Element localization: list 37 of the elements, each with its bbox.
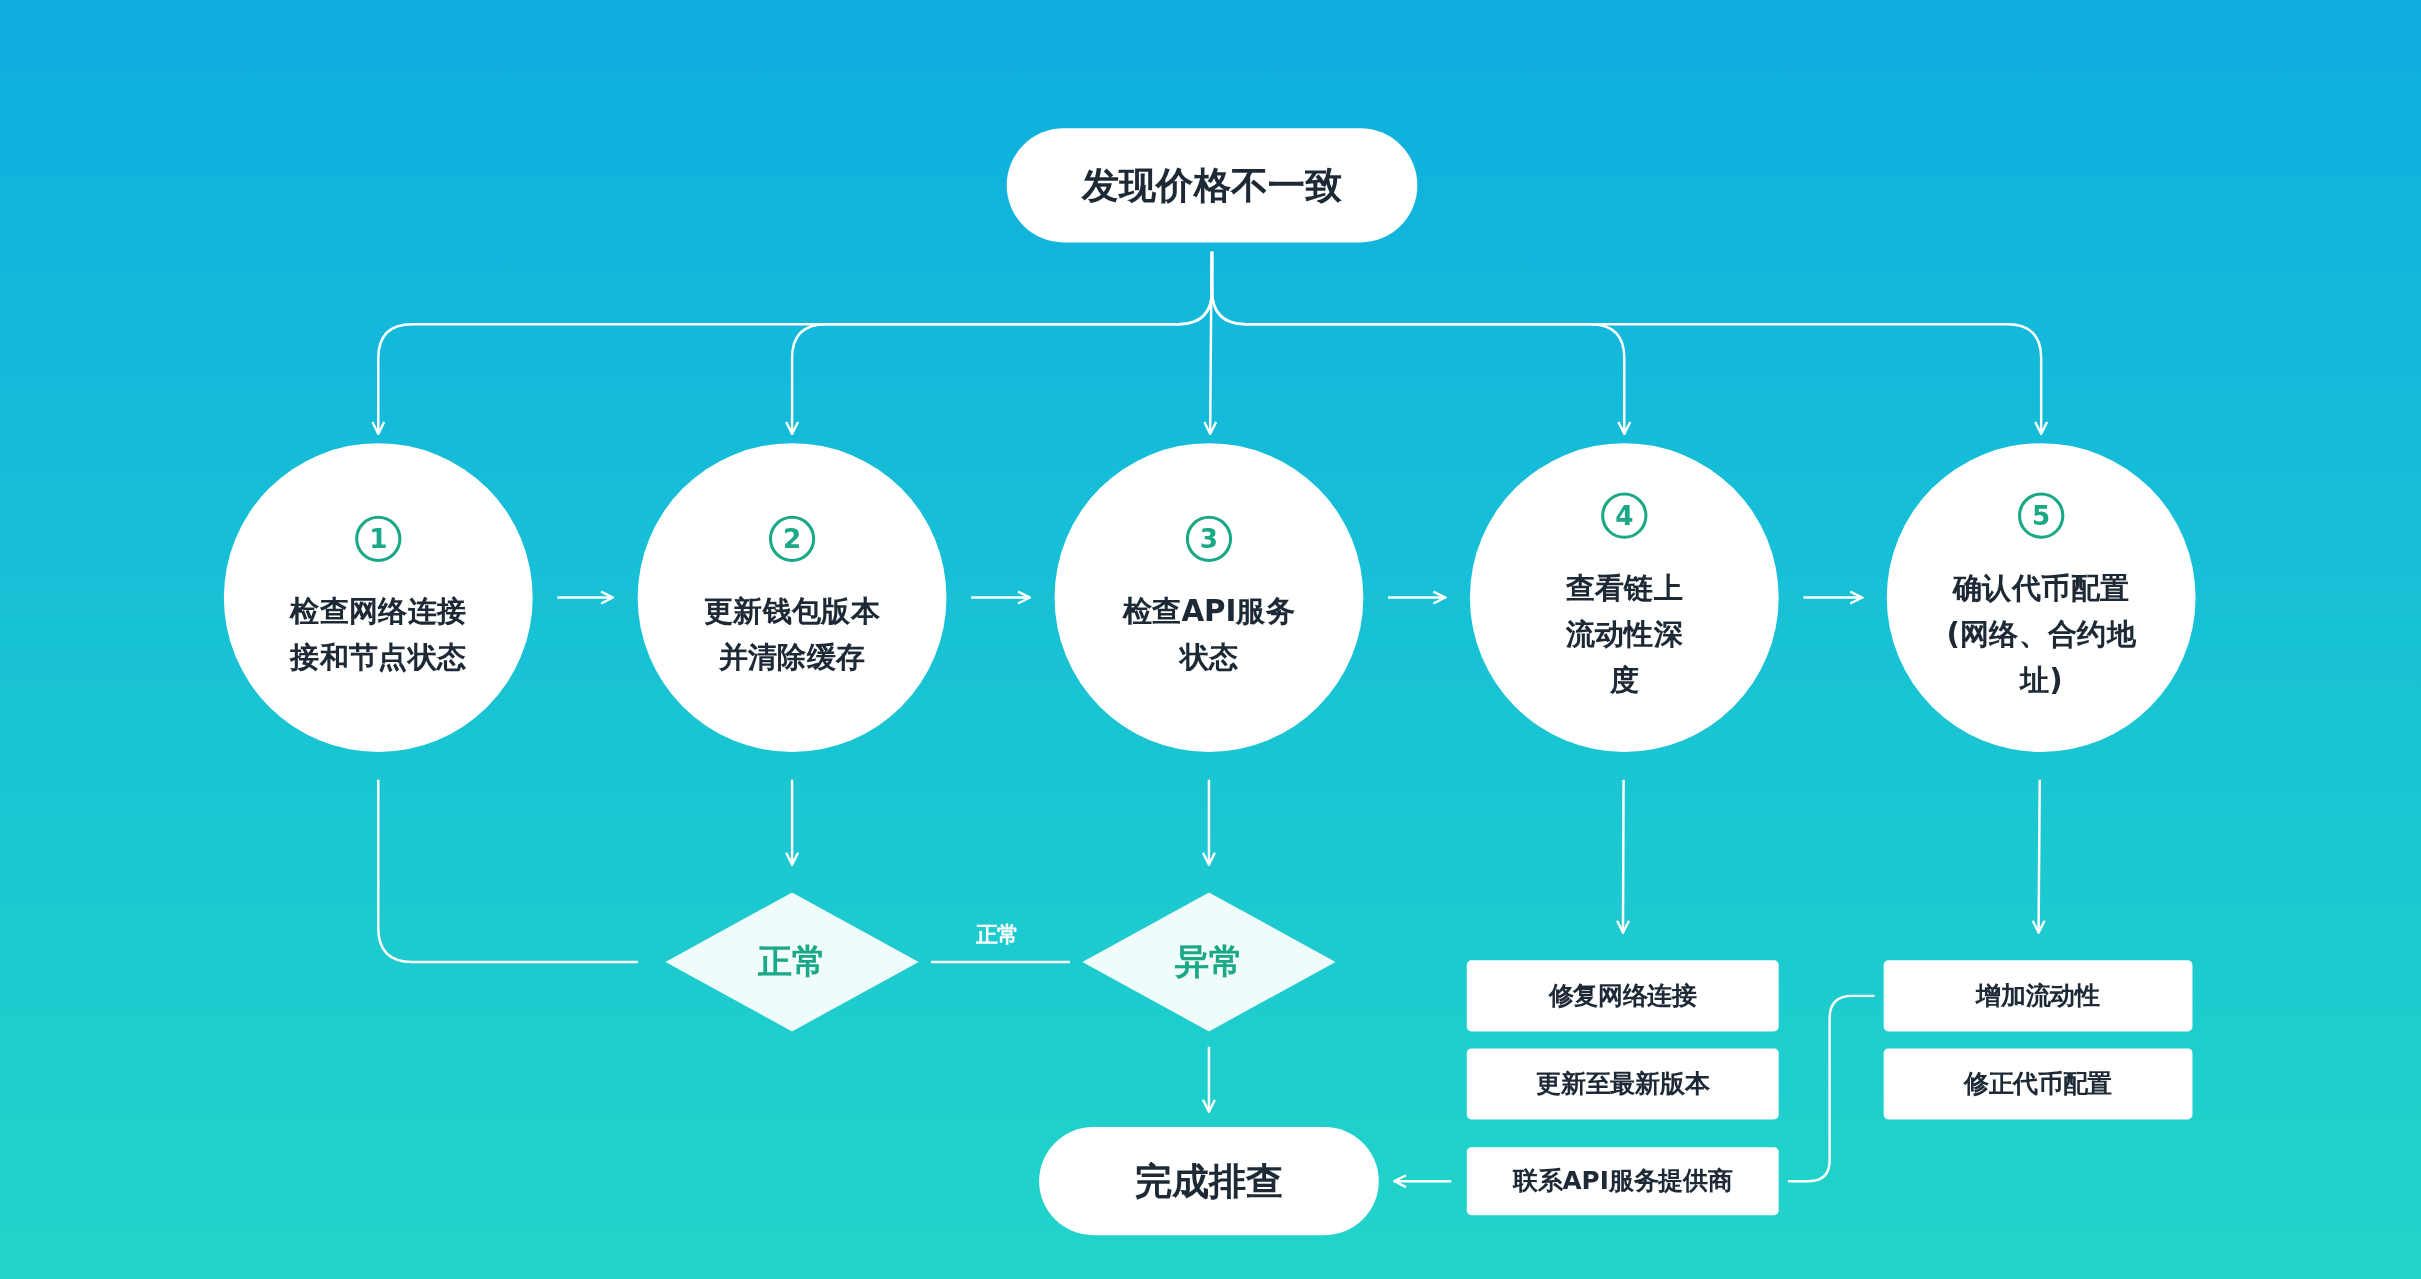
connector-line	[1787, 994, 1875, 1183]
step-number: 1	[355, 515, 402, 562]
action-box: 联系API服务提供商	[1466, 1147, 1779, 1216]
arrow	[1201, 1046, 1217, 1113]
connector-line	[377, 779, 638, 964]
start-pill: 发现价格不一致	[1006, 128, 1418, 243]
arrow	[2031, 779, 2046, 934]
decision-diamond	[1082, 892, 1336, 1032]
arrow	[971, 590, 1032, 605]
step-number: 5	[2018, 492, 2065, 539]
connector-line	[931, 960, 1070, 964]
arrow	[557, 590, 615, 605]
action-box: 更新至最新版本	[1466, 1048, 1779, 1120]
step-text: 检查API服务状态	[1121, 591, 1297, 676]
action-box: 修正代币配置	[1883, 1048, 2193, 1120]
action-box: 修复网络连接	[1466, 960, 1779, 1032]
step-number: 3	[1185, 515, 1233, 562]
step-text: 查看链上流动性深度	[1564, 568, 1684, 699]
arrow	[1803, 590, 1864, 605]
step-text: 检查网络连接接和节点状态	[288, 591, 468, 676]
arrow	[1615, 779, 1631, 934]
decision-diamond	[665, 892, 919, 1032]
arrow	[1388, 590, 1447, 605]
arrow	[784, 779, 800, 866]
arrow	[1393, 1174, 1452, 1189]
arrow	[1210, 251, 2049, 436]
step-number: 4	[1601, 492, 1648, 539]
decision-label: 异常	[1175, 940, 1243, 983]
action-box: 增加流动性	[1883, 960, 2193, 1032]
step-number: 2	[768, 515, 816, 562]
edge-label: 正常	[975, 921, 1020, 949]
decision-label: 正常	[758, 940, 827, 983]
step-text: 更新钱包版本并清除缓存	[703, 591, 882, 676]
arrow	[1203, 251, 1218, 436]
step-text: 确认代币配置(网络、合约地址)	[1945, 568, 2137, 699]
arrow	[1201, 779, 1217, 866]
end-pill: 完成排查	[1039, 1127, 1379, 1236]
